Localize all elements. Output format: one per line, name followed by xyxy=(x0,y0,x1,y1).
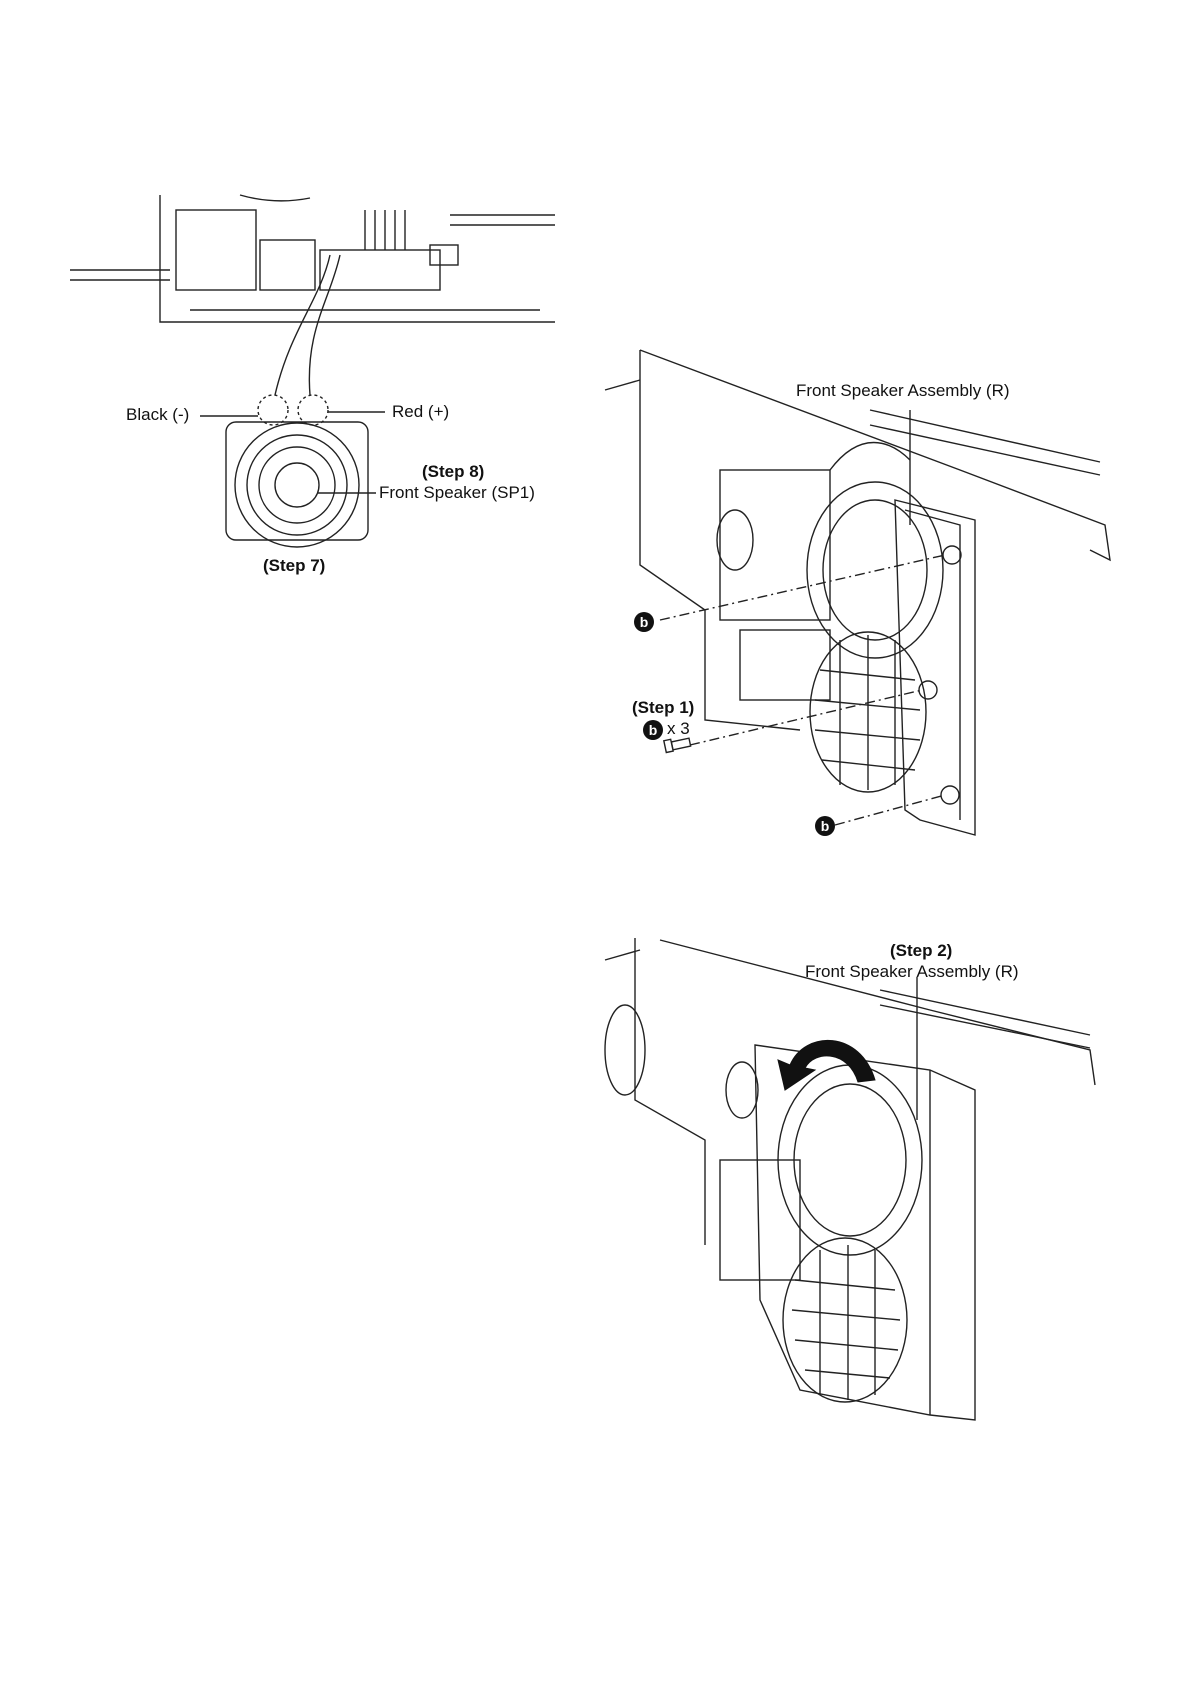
label-step-2: (Step 2) xyxy=(890,941,952,961)
label-front-speaker-assembly-r: Front Speaker Assembly (R) xyxy=(805,962,1019,982)
rotate-arrow-icon xyxy=(778,1040,875,1090)
